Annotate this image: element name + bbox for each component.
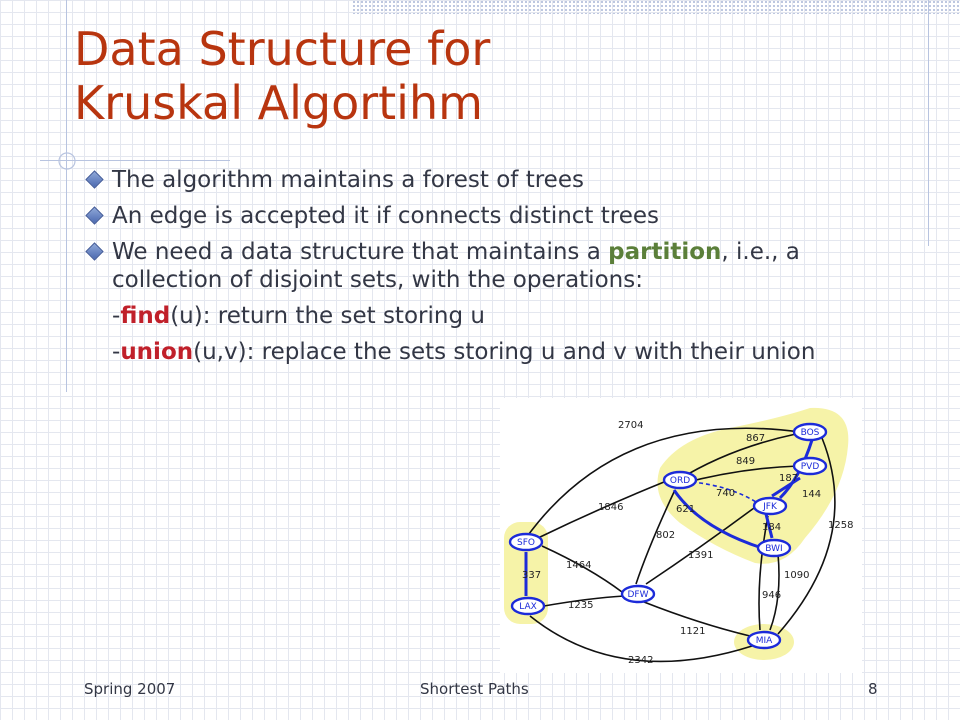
op-dash: - [112, 303, 121, 329]
bullet-item: The algorithm maintains a forest of tree… [84, 166, 884, 194]
node-label: ORD [670, 476, 690, 486]
node-label: DFW [627, 590, 648, 600]
node-label: BOS [801, 428, 820, 438]
bullet-item: We need a data structure that maintains … [84, 238, 884, 294]
diamond-bullet-icon [85, 206, 104, 225]
find-keyword: find [120, 303, 171, 329]
edge-bwi-mia [769, 553, 780, 631]
decorative-vertical-line-right [928, 0, 929, 246]
slide-title: Data Structure for Kruskal Algortihm [74, 22, 490, 130]
node-label: LAX [519, 602, 537, 612]
edge-ord-jfk-dashed [691, 481, 757, 503]
weight-label: 867 [746, 433, 765, 444]
weight-label: 1846 [598, 502, 623, 513]
weight-label: 337 [522, 570, 541, 581]
bullet-text: The algorithm maintains a forest of tree… [112, 167, 584, 193]
bullet-list: The algorithm maintains a forest of tree… [84, 166, 884, 366]
weight-label: 187 [779, 473, 798, 484]
airport-graph: 2704 867 849 187 144 740 621 184 1258 18… [504, 407, 853, 666]
title-line-2: Kruskal Algortihm [74, 76, 483, 130]
title-line-1: Data Structure for [74, 22, 491, 76]
decorative-horizontal-line [40, 160, 230, 161]
node-ord: ORD [662, 470, 698, 490]
node-bos: BOS [792, 422, 828, 442]
weight-label: 946 [762, 590, 781, 601]
weight-label: 1090 [784, 570, 809, 581]
decorative-circle-marker [58, 152, 76, 170]
union-keyword: union [120, 339, 194, 365]
diamond-bullet-icon [85, 170, 104, 189]
decorative-vertical-line [66, 0, 67, 392]
bullet-text: An edge is accepted it if connects disti… [112, 203, 660, 229]
diamond-bullet-icon [85, 242, 104, 261]
airport-graph-figure: 2704 867 849 187 144 740 621 184 1258 18… [500, 398, 862, 673]
operation-union: -union(u,v): replace the sets storing u … [82, 338, 830, 366]
decorative-dot-band [352, 0, 960, 14]
edge-bos-mia [777, 437, 836, 635]
footer-date: Spring 2007 [84, 680, 176, 698]
node-mia: MIA [746, 630, 782, 650]
weight-label: 1121 [680, 626, 705, 637]
footer-title: Shortest Paths [420, 680, 529, 698]
edge-bos-jfk [778, 439, 814, 500]
edge-sfo-ord [537, 481, 665, 539]
partition-keyword: partition [608, 239, 722, 265]
bullet-text-post: , i.e., a collection of disjoint sets, w… [112, 239, 800, 293]
node-label: SFO [517, 538, 535, 548]
node-label: BWI [765, 544, 782, 554]
weight-label: 2704 [618, 420, 643, 431]
edge-lax-mia [529, 615, 753, 663]
bullet-text-pre: We need a data structure that maintains … [112, 239, 609, 265]
weight-label: 184 [762, 522, 781, 533]
edge-jfk-mia [758, 515, 769, 631]
node-jfk: JFK [752, 496, 788, 516]
edge-sfo-dfw [541, 545, 623, 593]
edge-dfw-mia [643, 601, 751, 637]
node-label: PVD [801, 462, 820, 472]
weight-label: 849 [736, 456, 755, 467]
op-dash: - [112, 339, 121, 365]
weight-label: 740 [716, 488, 735, 499]
operation-find: -find(u): return the set storing u [84, 302, 884, 330]
weight-label: 1258 [828, 520, 853, 531]
edge-lax-dfw [543, 595, 625, 607]
node-lax: LAX [510, 596, 546, 616]
find-description: (u): return the set storing u [170, 303, 485, 329]
edge-ord-dfw [635, 491, 675, 585]
weight-label: 621 [676, 504, 695, 515]
edge-jfk-bwi [764, 513, 774, 539]
weight-label: 144 [802, 489, 821, 500]
bullet-item: An edge is accepted it if connects disti… [84, 202, 884, 230]
node-label: MIA [756, 636, 773, 646]
weight-label: 2342 [628, 655, 653, 666]
weight-label: 1391 [688, 550, 713, 561]
weight-label: 802 [656, 530, 675, 541]
node-bwi: BWI [756, 538, 792, 558]
weight-label: 1235 [568, 600, 593, 611]
node-pvd: PVD [792, 456, 828, 476]
edge-dfw-jfk [645, 507, 755, 585]
node-label: JFK [762, 502, 778, 512]
node-dfw: DFW [620, 584, 656, 604]
edge-sfo-bos [525, 427, 801, 539]
edge-ord-bwi [672, 489, 763, 550]
east-cluster-highlight [657, 407, 849, 564]
union-description: (u,v): replace the sets storing u and v … [193, 339, 816, 365]
edge-jfk-pvd [771, 476, 801, 498]
node-sfo: SFO [508, 532, 544, 552]
footer-page-number: 8 [868, 680, 878, 698]
weight-label: 1464 [566, 560, 591, 571]
